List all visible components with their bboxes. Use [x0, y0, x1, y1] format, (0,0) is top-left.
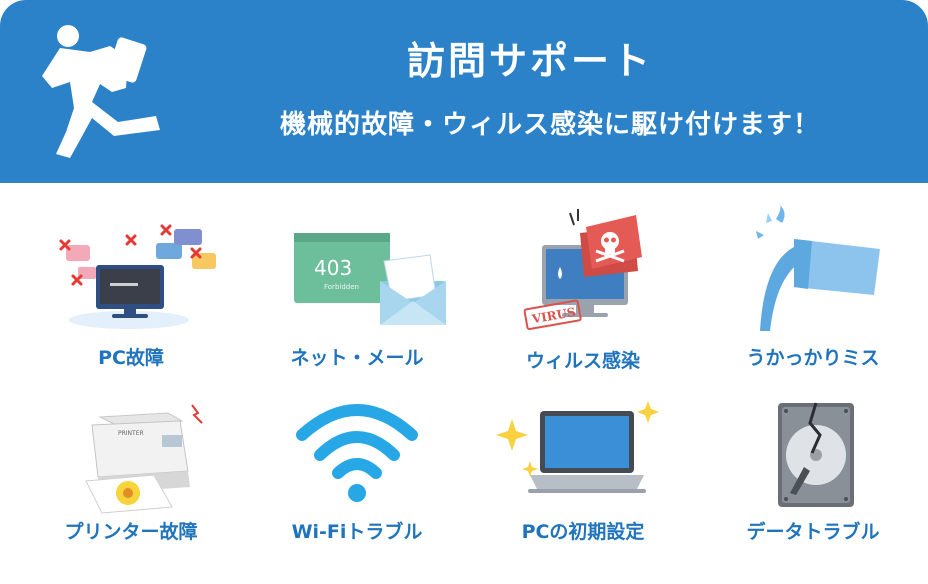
running-man-icon	[42, 25, 160, 158]
service-item-data: データトラブル	[698, 395, 928, 584]
service-item-mistake: うかっかりミス	[698, 203, 928, 393]
service-item-net-mail: 403 Forbidden ネット・メール	[242, 203, 472, 393]
header-banner: 訪問サポート 機械的故障・ウィルス感染に駆け付けます！	[0, 0, 928, 183]
service-label: データトラブル	[746, 521, 880, 543]
net-mail-icon: 403 Forbidden	[294, 233, 446, 325]
service-item-wifi: Wi-Fiトラブル	[242, 395, 472, 584]
service-item-laptop: PCの初期設定	[468, 395, 698, 584]
printer-failure-icon: PRINTER	[85, 404, 203, 514]
page-subtitle: 機械的故障・ウィルス感染に駆け付けます！	[279, 110, 820, 140]
laptop-setup-icon	[496, 401, 659, 493]
pc-failure-icon	[59, 224, 216, 329]
service-label: Wi-Fiトラブル	[291, 521, 423, 543]
wifi-icon	[296, 404, 418, 502]
error-forbidden-text: Forbidden	[324, 283, 359, 291]
printer-brand-text: PRINTER	[118, 430, 144, 437]
virus-infection-icon: VIRUS	[523, 209, 642, 331]
service-item-virus: VIRUS ウィルス感染	[468, 203, 698, 393]
service-label: プリンター故障	[64, 521, 198, 543]
service-label: うかっかりミス	[746, 347, 880, 369]
service-label: ウィルス感染	[525, 350, 640, 372]
service-label: ネット・メール	[290, 347, 424, 369]
spill-mistake-icon	[756, 205, 880, 331]
hard-disk-icon	[778, 402, 854, 507]
page-title: 訪問サポート	[406, 39, 653, 83]
service-item-pc-failure: PC故障	[16, 203, 246, 393]
service-label: PC故障	[98, 347, 164, 369]
error-code-text: 403	[314, 256, 352, 280]
service-grid: PC故障 403 Forbidden ネット・メール	[0, 183, 928, 584]
service-item-printer: PRINTER プリンター故障	[16, 395, 246, 584]
service-label: PCの初期設定	[521, 521, 645, 543]
